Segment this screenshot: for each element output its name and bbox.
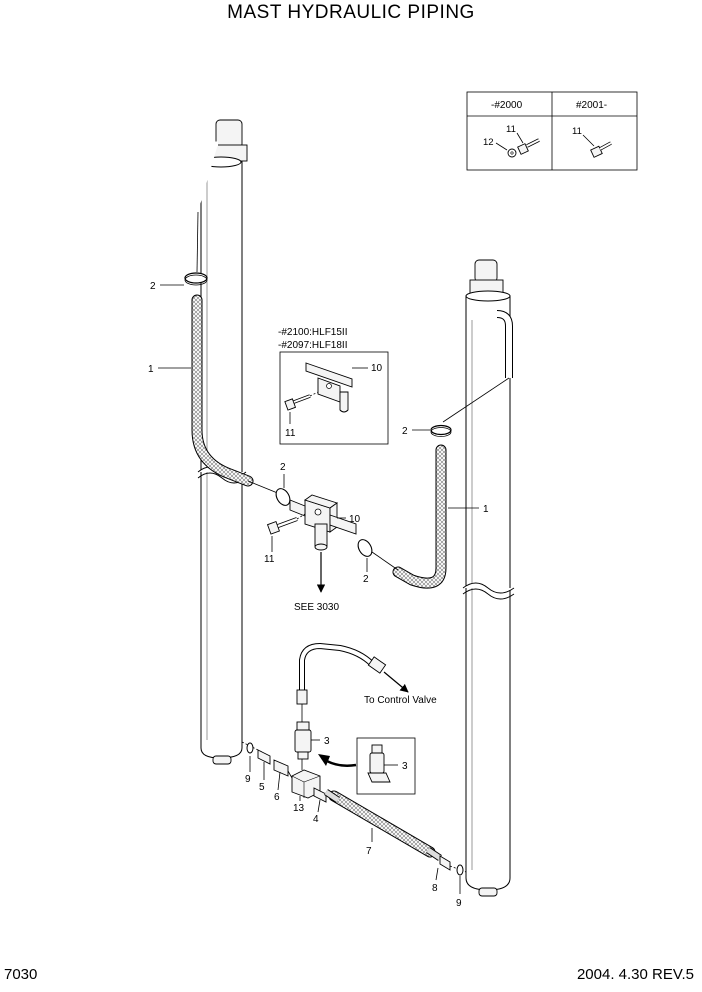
table-col1-label-12: 12	[483, 137, 494, 148]
fittings-left	[241, 741, 293, 779]
right-cylinder-rod-cap	[474, 259, 498, 283]
washer-12	[507, 148, 517, 158]
inset-callout-11: 11	[285, 428, 296, 439]
callout-clamp-left-mid: 2	[280, 462, 286, 473]
fitting-6	[273, 759, 289, 777]
callout-pipe-7: 7	[366, 846, 372, 857]
right-cylinder-base	[478, 887, 498, 897]
callout-fitting-5: 5	[259, 782, 265, 793]
inset-caption-line2: -#2097:HLF18II	[278, 340, 348, 351]
inset-detail-box	[279, 351, 389, 445]
to-control-valve-note: To Control Valve	[364, 695, 437, 706]
table-col2-label-11: 11	[572, 126, 582, 137]
oring-9-left	[246, 742, 254, 754]
table-col2-header: #2001-	[576, 100, 607, 111]
callout-clamp-left-top: 2	[150, 281, 156, 292]
left-cylinder-base	[212, 755, 232, 765]
variant-table	[466, 91, 638, 171]
fittings-right	[313, 787, 327, 803]
callout-clamp-mid-bottom: 2	[363, 574, 369, 585]
oring-9-right	[456, 864, 464, 876]
callout-fitting-6: 6	[274, 792, 280, 803]
callout-hose-right: 1	[483, 504, 489, 515]
callout-oring-right: 9	[456, 898, 462, 909]
center-left-clamp	[275, 488, 291, 506]
fitting-4	[313, 787, 327, 803]
callout-fitting-8: 8	[432, 883, 438, 894]
callout-hose-left: 1	[148, 364, 154, 375]
left-hose-assembly	[184, 211, 281, 495]
callout-fitting-4: 4	[313, 814, 319, 825]
table-col1-label-11: 11	[506, 124, 516, 135]
callout-clamp-right-top: 2	[402, 426, 408, 437]
left-cylinder-rod-cap	[215, 119, 243, 149]
fitting-5	[257, 749, 271, 765]
valve-3	[294, 704, 312, 770]
table-col1-header: -#2000	[491, 100, 523, 111]
callout-block-13: 13	[293, 803, 305, 814]
callout-valve-detail: 3	[402, 761, 408, 772]
left-top-hose-clamp	[184, 272, 208, 284]
page-number: 7030	[4, 966, 38, 983]
right-hose-assembly	[371, 377, 510, 589]
center-right-clamp	[357, 539, 373, 557]
revision-date: 2004. 4.30 REV.5	[576, 966, 694, 983]
control-valve-hose	[296, 642, 409, 705]
pipe-7	[324, 789, 442, 861]
left-mast-cylinder	[195, 119, 248, 765]
callout-tee-main: 10	[349, 514, 361, 525]
callout-oring-left: 9	[245, 774, 251, 785]
callout-bolt-main: 11	[264, 554, 275, 565]
tee-mounting-bolt-11	[266, 513, 306, 535]
right-top-hose-clamp	[430, 424, 452, 436]
inset-caption-line1: -#2100:HLF15II	[278, 327, 348, 338]
center-tee-assembly	[266, 488, 373, 557]
see-ref-note: SEE 3030	[294, 602, 339, 613]
callout-valve: 3	[324, 736, 330, 747]
valve-detail-box	[318, 737, 416, 795]
page-title: MAST HYDRAULIC PIPING	[227, 2, 475, 23]
right-mast-cylinder	[462, 259, 515, 897]
inset-callout-10: 10	[371, 363, 383, 374]
